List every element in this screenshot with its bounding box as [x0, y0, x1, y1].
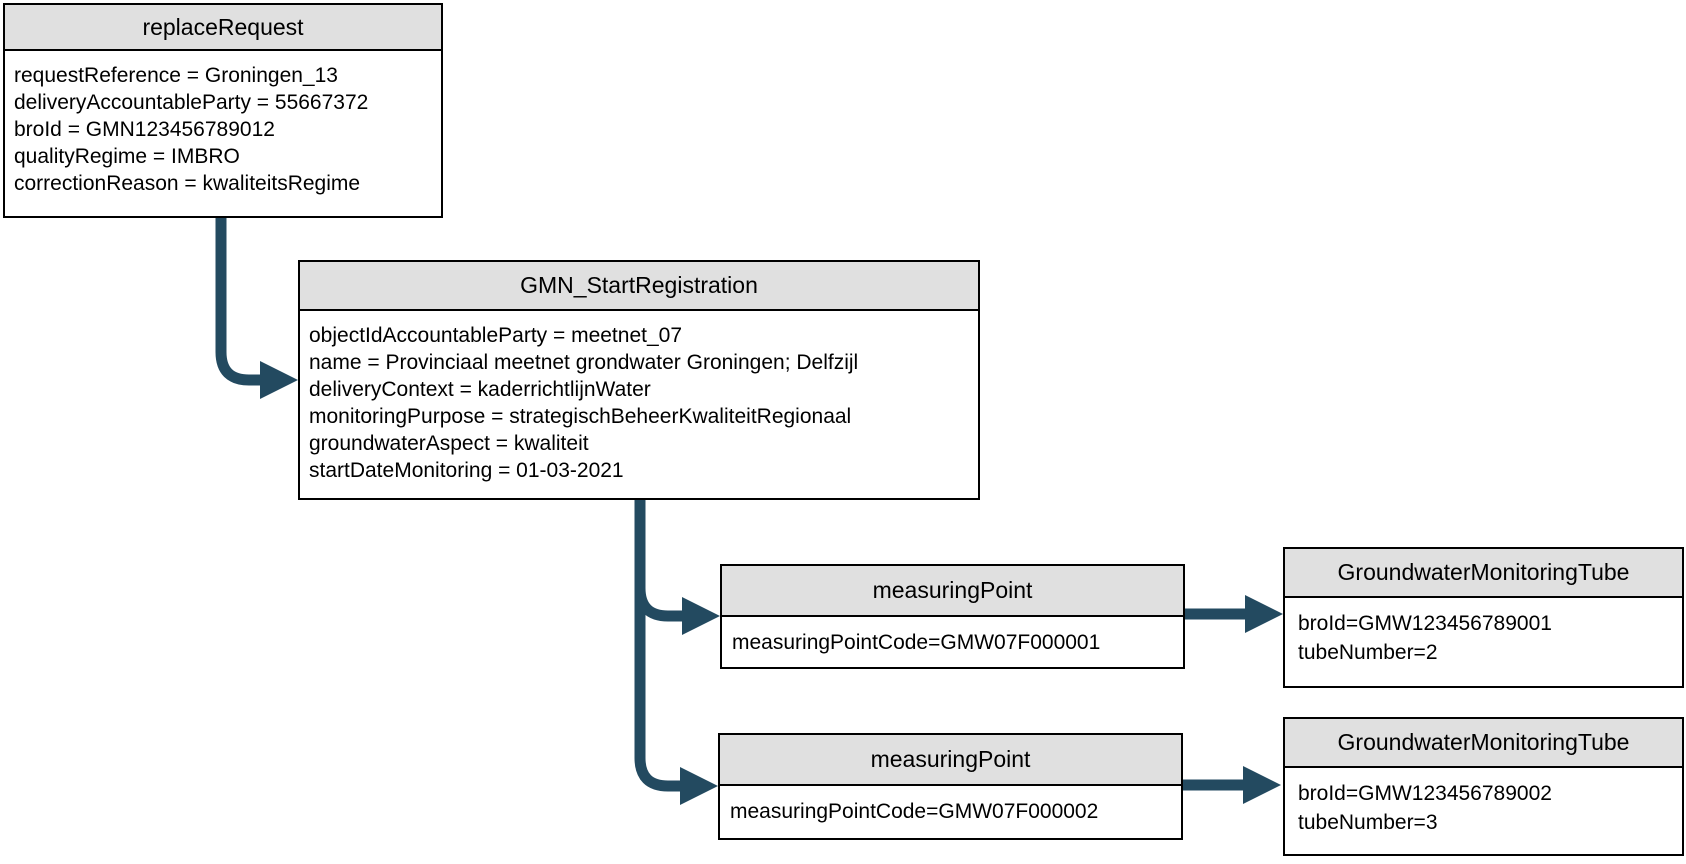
node-gmn-start-registration: GMN_StartRegistration objectIdAccountabl…: [298, 260, 980, 500]
attribute-line: deliveryContext = kaderrichtlijnWater: [309, 378, 651, 401]
attribute-line: broId = GMN123456789012: [14, 118, 275, 141]
node-title: measuringPoint: [722, 566, 1183, 617]
node-attributes: requestReference = Groningen_13 deliveryA…: [5, 51, 441, 205]
node-attributes: broId=GMW123456789002 tubeNumber=3: [1285, 768, 1682, 845]
node-title: GroundwaterMonitoringTube: [1285, 719, 1682, 768]
attribute-line: broId=GMW123456789002: [1298, 782, 1552, 805]
attribute-line: startDateMonitoring = 01-03-2021: [309, 459, 624, 482]
node-title: GMN_StartRegistration: [300, 262, 978, 311]
arrowhead-tube2: [1243, 766, 1281, 804]
node-attributes: broId=GMW123456789001 tubeNumber=2: [1285, 598, 1682, 675]
attribute-line: tubeNumber=3: [1298, 811, 1438, 834]
attribute-line: groundwaterAspect = kwaliteit: [309, 432, 589, 455]
attribute-line: objectIdAccountableParty = meetnet_07: [309, 324, 682, 347]
node-attributes: measuringPointCode=GMW07F000001: [722, 617, 1183, 664]
edge-replacerequest-to-gmn: [215, 218, 262, 386]
arrowhead-tube1: [1245, 595, 1283, 633]
node-measuring-point-1: measuringPoint measuringPointCode=GMW07F…: [720, 564, 1185, 669]
arrowhead-measuringpoint2: [680, 767, 718, 805]
node-title: replaceRequest: [5, 5, 441, 51]
node-groundwater-monitoring-tube-2: GroundwaterMonitoringTube broId=GMW12345…: [1283, 717, 1684, 856]
edge-gmn-to-measuringpoint1: [634, 587, 682, 622]
attribute-line: requestReference = Groningen_13: [14, 64, 338, 87]
node-title: measuringPoint: [720, 735, 1181, 786]
attribute-line: deliveryAccountableParty = 55667372: [14, 91, 369, 114]
arrowhead-measuringpoint1: [682, 597, 720, 635]
attribute-line: monitoringPurpose = strategischBeheerKwa…: [309, 405, 852, 428]
attribute-line: broId=GMW123456789001: [1298, 612, 1552, 635]
attribute-line: measuringPointCode=GMW07F000002: [730, 800, 1099, 823]
node-attributes: measuringPointCode=GMW07F000002: [720, 786, 1181, 833]
attribute-line: correctionReason = kwaliteitsRegime: [14, 172, 361, 195]
attribute-line: qualityRegime = IMBRO: [14, 145, 240, 168]
node-title: GroundwaterMonitoringTube: [1285, 549, 1682, 598]
arrowhead-gmn: [260, 361, 298, 399]
attribute-line: name = Provinciaal meetnet grondwater Gr…: [309, 351, 859, 374]
node-measuring-point-2: measuringPoint measuringPointCode=GMW07F…: [718, 733, 1183, 840]
attribute-line: tubeNumber=2: [1298, 641, 1438, 664]
node-replace-request: replaceRequest requestReference = Gronin…: [3, 3, 443, 218]
attribute-line: measuringPointCode=GMW07F000001: [732, 631, 1101, 654]
edge-gmn-to-measuringpoint2: [634, 500, 680, 792]
node-groundwater-monitoring-tube-1: GroundwaterMonitoringTube broId=GMW12345…: [1283, 547, 1684, 688]
